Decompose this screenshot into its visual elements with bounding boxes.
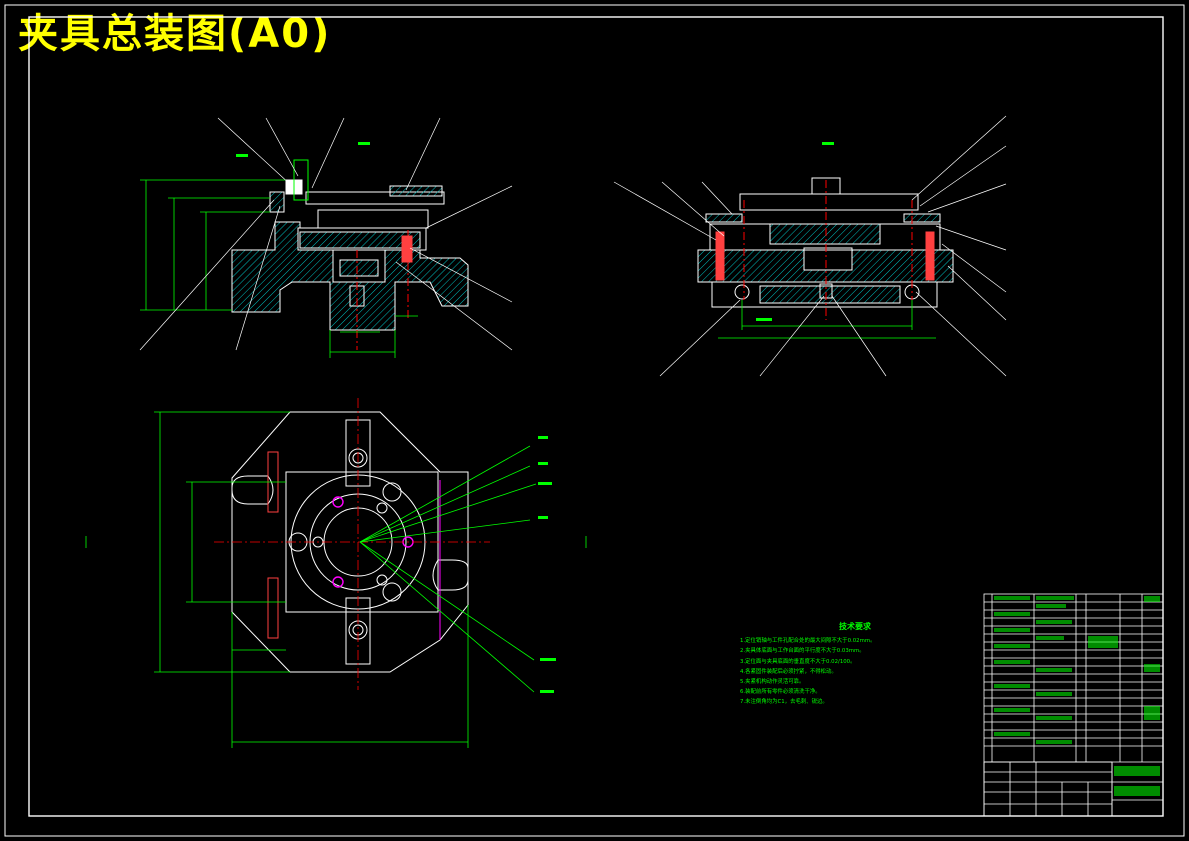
leader-lines-right [613, 115, 1007, 377]
section-view-right [697, 177, 954, 320]
plan-view-centerlines [214, 398, 490, 690]
title-block [983, 593, 1164, 817]
outer-border [4, 4, 1185, 837]
title-block-fill [994, 596, 1160, 796]
section-view-left [231, 159, 469, 350]
dimensions-right-view [718, 300, 936, 339]
requirement-item: 5.夹紧机构动作灵活可靠。 [740, 679, 805, 686]
requirement-item: 2.夹具体底面与工作台面的平行度不大于0.03mm。 [740, 648, 865, 655]
dimensions-left-view [140, 179, 418, 358]
inner-border [28, 16, 1164, 817]
requirement-item: 3.定位面与夹具底面的垂直度不大于0.02/100。 [740, 658, 856, 665]
requirement-item: 4.各紧固件装配后必须拧紧，不得松动。 [740, 668, 837, 675]
requirement-item: 7.未注倒角均为C1，去毛刺、锐边。 [740, 699, 828, 706]
technical-requirements: 技术要求 1.定位销轴与工件孔配合处的最大间隙不大于0.02mm。 2.夹具体底… [740, 622, 940, 708]
requirement-item: 6.装配前所有零件必须清洗干净。 [740, 689, 821, 696]
requirement-item: 1.定位销轴与工件孔配合处的最大间隙不大于0.02mm。 [740, 638, 876, 645]
technical-requirements-heading: 技术要求 [839, 622, 871, 631]
page-title: 夹具总装图(A0) [18, 11, 332, 57]
dimensions-plan-view [85, 411, 587, 748]
section-labels [236, 142, 834, 693]
leader-lines-left [139, 117, 513, 351]
